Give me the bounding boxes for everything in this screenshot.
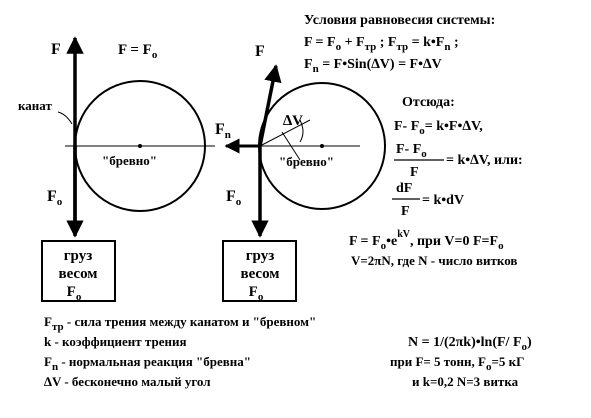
conditions-title: Условия равновесия системы: [304, 13, 495, 28]
fraction-2-denominator: F [401, 204, 410, 219]
right-Fn-label: Fn [215, 121, 231, 141]
left-rope-label: канат [18, 98, 52, 113]
derivation-title: Отсюда: [402, 95, 455, 110]
left-log-center [138, 144, 142, 148]
result-line-1: N = 1/(2πk)•ln(F/ Fo) [408, 335, 532, 353]
right-box-line-1: груз [246, 248, 274, 264]
right-box-line-3: Fo [249, 284, 264, 303]
fraction-1-numerator: F- Fo [396, 142, 427, 160]
legend: Fтр - сила трения между канатом и "бревн… [44, 314, 316, 389]
left-log-label: "бревно" [102, 153, 157, 168]
fraction-1-denominator: F [410, 165, 419, 180]
left-F-label: F [51, 41, 61, 58]
result-line-3: и k=0,2 N=3 витка [412, 374, 519, 389]
conditions-line-1: F = Fo + Fтр ; Fтр = k•Fn ; [304, 35, 459, 53]
right-log-label: "бревно" [279, 154, 334, 169]
left-box-line-1: груз [64, 248, 92, 264]
left-box-line-3: Fo [67, 284, 82, 303]
left-diagram: F F = Fo канат "бревно" Fo груз весом Fo [18, 36, 215, 303]
turns-definition: V=2πN, где N - число витков [351, 253, 517, 268]
left-F-equals-Fo: F = Fo [118, 42, 158, 61]
left-Fo-label: Fo [47, 188, 63, 208]
derivation-line-2: = k•∆V, или: [446, 153, 523, 168]
left-weight-box [41, 240, 116, 302]
left-box-line-2: весом [58, 266, 97, 282]
right-diagram: F Fn ∆V "бревно" Fo груз весом Fo [215, 43, 386, 303]
right-angle-tick [281, 131, 301, 161]
fraction-2-numerator: dF [396, 181, 412, 196]
right-F-label: F [255, 43, 265, 60]
legend-line-1: Fтр - сила трения между канатом и "бревн… [44, 314, 316, 333]
right-weight-box [222, 240, 297, 302]
right-angle-arc [299, 119, 304, 143]
legend-line-4: ∆V - бесконечно малый угол [44, 374, 211, 389]
legend-line-3: Fn - нормальная реакция "бревна" [44, 354, 251, 373]
right-Fo-label: Fo [226, 188, 242, 208]
right-angle-label: ∆V [283, 113, 303, 129]
left-rope-pointer [57, 111, 73, 125]
equilibrium-conditions: Условия равновесия системы: F = Fo + Fтр… [304, 13, 495, 75]
right-box-line-2: весом [240, 266, 279, 282]
derivation-line-1: F- Fo= k•F•∆V, [394, 119, 483, 137]
exponential-formula: F = Fo•ekV, при V=0 F=Fo [349, 229, 504, 252]
derivation-line-3: = k•dV [422, 193, 464, 208]
result-line-2: при F= 5 тонн, Fo=5 кГ [390, 354, 524, 373]
result: N = 1/(2πk)•ln(F/ Fo) при F= 5 тонн, Fo=… [390, 335, 532, 389]
derivation: Отсюда: F- Fo= k•F•∆V, F- Fo F = k•∆V, и… [349, 95, 523, 268]
conditions-line-2: Fn = F•Sin(∆V) = F•∆V [304, 57, 442, 75]
right-rope-diagonal-arrow [258, 64, 282, 147]
right-log-center [320, 144, 324, 148]
legend-line-2: k - коэффициент трения [44, 334, 187, 349]
